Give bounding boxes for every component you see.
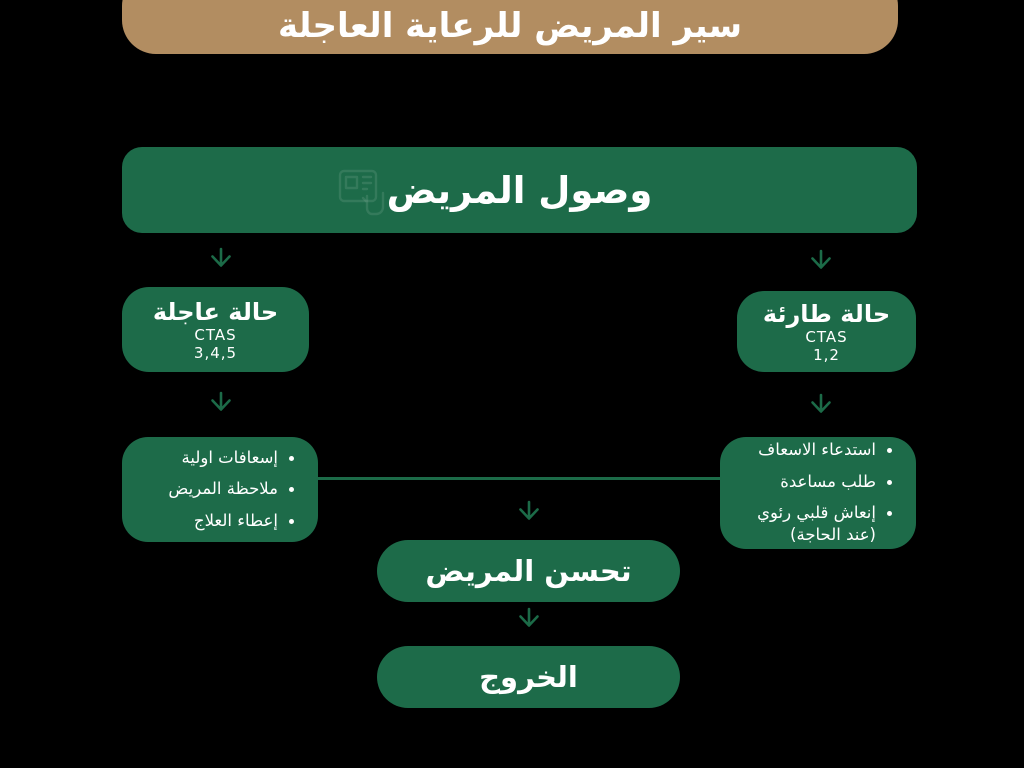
hand-device-watermark-icon xyxy=(337,166,389,224)
node-emergency-case-title: حالة طارئة xyxy=(762,300,891,329)
urgent-action-3: إعطاء العلاج xyxy=(193,510,278,530)
node-urgent-ctas-levels: 3,4,5 xyxy=(193,343,238,362)
arrow-down-icon xyxy=(208,391,234,417)
arrow-down-icon xyxy=(516,500,542,526)
list-item: إسعافات اولية xyxy=(134,447,294,469)
node-emergency-case: حالة طارئة CTAS 1,2 xyxy=(737,291,916,372)
node-urgent-case: حالة عاجلة CTAS 3,4,5 xyxy=(122,287,309,372)
emergency-action-3: إنعاش قلبي رئوي (عند الحاجة) xyxy=(757,503,876,545)
node-urgent-case-title: حالة عاجلة xyxy=(152,298,279,327)
node-patient-improvement-label: تحسن المريض xyxy=(425,554,632,588)
node-patient-arrival: وصول المريض xyxy=(122,147,917,233)
arrow-down-icon xyxy=(808,393,834,419)
bullet-dot-icon xyxy=(289,487,294,493)
bullet-dot-icon xyxy=(289,456,294,462)
bullet-dot-icon xyxy=(887,448,892,454)
arrow-down-icon xyxy=(516,607,542,633)
list-item: إعطاء العلاج xyxy=(134,510,294,532)
header-banner: سير المريض للرعاية العاجلة xyxy=(122,0,898,54)
node-emergency-actions: استدعاء الاسعاف طلب مساعدة إنعاش قلبي رئ… xyxy=(720,437,916,549)
arrow-down-icon xyxy=(208,247,234,273)
bullet-dot-icon xyxy=(289,518,294,524)
emergency-action-1: استدعاء الاسعاف xyxy=(758,440,876,460)
list-item: ملاحظة المريض xyxy=(134,478,294,500)
bullet-dot-icon xyxy=(887,479,892,485)
arrow-down-icon xyxy=(808,249,834,275)
list-item: إنعاش قلبي رئوي (عند الحاجة) xyxy=(732,502,892,547)
list-item: طلب مساعدة xyxy=(732,471,892,493)
urgent-action-1: إسعافات اولية xyxy=(181,448,279,468)
node-patient-arrival-label: وصول المريض xyxy=(386,168,653,212)
node-emergency-ctas-label: CTAS xyxy=(805,328,848,347)
connector-line xyxy=(316,477,722,480)
node-discharge: الخروج xyxy=(377,646,680,708)
node-emergency-ctas-levels: 1,2 xyxy=(813,345,840,364)
node-discharge-label: الخروج xyxy=(479,660,578,694)
emergency-action-2: طلب مساعدة xyxy=(780,471,876,491)
list-item: استدعاء الاسعاف xyxy=(732,439,892,461)
node-urgent-ctas-label: CTAS xyxy=(194,326,237,345)
page-title: سير المريض للرعاية العاجلة xyxy=(277,6,743,47)
bullet-dot-icon xyxy=(887,511,892,516)
node-patient-improvement: تحسن المريض xyxy=(377,540,680,602)
node-urgent-actions: إسعافات اولية ملاحظة المريض إعطاء العلاج xyxy=(122,437,318,542)
urgent-action-2: ملاحظة المريض xyxy=(168,479,278,499)
